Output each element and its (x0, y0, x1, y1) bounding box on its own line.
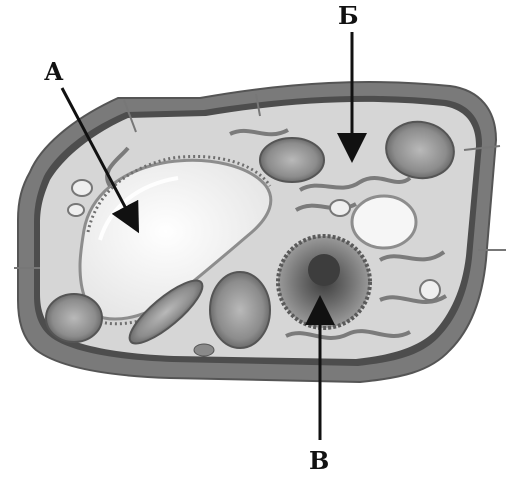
chloroplast-bottom-left (46, 294, 102, 342)
label-vacuole: А (44, 60, 64, 84)
label-cytoplasm: Б (338, 4, 359, 28)
small-vacuole (352, 196, 416, 248)
chloroplast-bottom-middle (210, 272, 270, 348)
chloroplast-top-left (260, 138, 324, 182)
label-nucleus: В (309, 449, 329, 473)
nucleolus (308, 254, 340, 286)
